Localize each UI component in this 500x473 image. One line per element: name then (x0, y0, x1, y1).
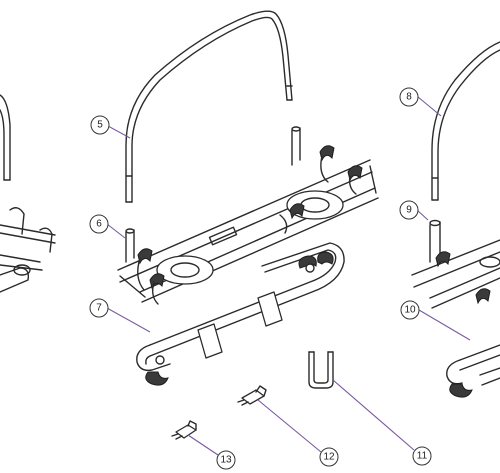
clip-12 (237, 385, 267, 406)
hoop-frame-5 (125, 10, 293, 203)
callout-6-label: 6 (96, 219, 102, 230)
callout-7-label: 7 (96, 303, 102, 314)
base-frame-7 (136, 242, 345, 386)
callout-8-label: 8 (406, 92, 412, 103)
callout-9-label: 9 (406, 205, 412, 216)
callout-6: 6 (89, 214, 109, 234)
callout-12: 12 (319, 447, 339, 467)
hoop-frame-8 (431, 41, 500, 201)
callout-9: 9 (399, 200, 419, 220)
callout-10: 10 (400, 300, 420, 320)
carrier-rail-6 (117, 126, 379, 305)
leader-lines (106, 96, 471, 456)
callout-12-label: 12 (323, 452, 335, 463)
left-partial-assembly (0, 94, 56, 293)
callout-7: 7 (89, 298, 109, 318)
callout-11: 11 (412, 446, 432, 466)
callout-5: 5 (90, 115, 110, 135)
callout-13: 13 (216, 450, 236, 470)
right-partial-assembly (411, 219, 500, 398)
callout-10-label: 10 (404, 305, 416, 316)
callout-11-label: 11 (417, 451, 428, 462)
callout-8: 8 (399, 87, 419, 107)
callout-5-label: 5 (97, 120, 103, 131)
callout-13-label: 13 (220, 455, 232, 466)
clip-13 (171, 420, 197, 440)
u-bracket-11 (308, 351, 334, 389)
